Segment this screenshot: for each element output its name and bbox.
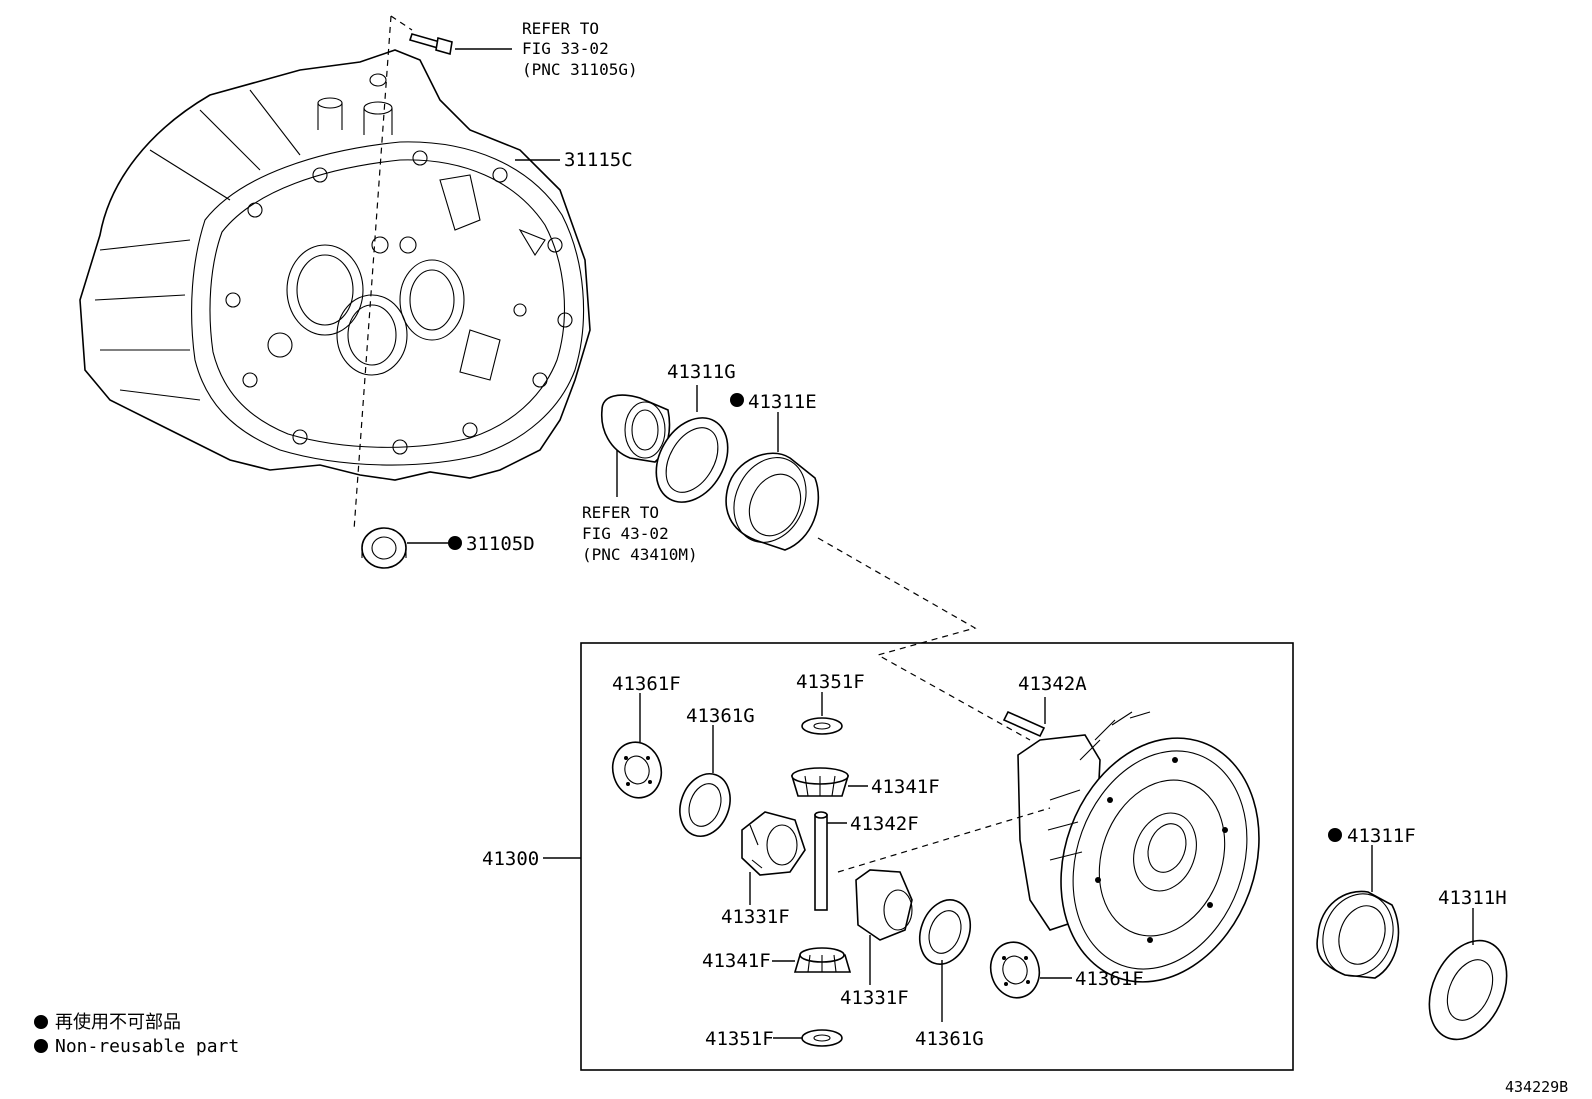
refer-note-bolt-line3: (PNC 31105G): [522, 60, 638, 79]
differential-case-drawing: [1017, 711, 1260, 983]
legend-line-english: Non-reusable part: [55, 1036, 239, 1057]
differential-assembly-box: [580, 642, 1294, 1071]
washer-41361G-left-drawing: [679, 773, 731, 837]
refer-note-sleeve-line2: FIG 43-02: [582, 524, 669, 543]
label-41361G-right: 41361G: [915, 1028, 984, 1050]
legend-marker-2: [34, 1039, 48, 1053]
label-41311F: 41311F: [1347, 825, 1416, 847]
bearing-41311E-drawing: [725, 452, 820, 551]
label-41341F-bottom: 41341F: [702, 950, 771, 972]
label-41341F-top: 41341F: [871, 776, 940, 798]
label-41311E: 41311E: [748, 391, 817, 413]
label-41331F-left: 41331F: [721, 906, 790, 928]
washer-41361F-right-drawing: [989, 941, 1041, 999]
shaft-to-case-dash: [837, 807, 1051, 873]
housing-center-line: [353, 15, 392, 531]
pin-41342A-drawing: [1002, 710, 1046, 738]
figure-id: 434229B: [1505, 1078, 1568, 1096]
bolt-dash-line: [390, 15, 413, 31]
shaft-41342F-drawing: [814, 811, 828, 911]
pinion-41341F-top-drawing: [790, 767, 850, 797]
label-41351F-top: 41351F: [796, 671, 865, 693]
washer-41351F-top-drawing: [801, 717, 843, 735]
label-41342A: 41342A: [1018, 673, 1087, 695]
label-31105D: 31105D: [466, 533, 535, 555]
washer-41361F-left-drawing: [611, 741, 663, 799]
shim-41311H-drawing: [1428, 939, 1508, 1041]
label-41311G: 41311G: [667, 361, 736, 383]
refer-note-bolt-line2: FIG 33-02: [522, 39, 609, 58]
non-reusable-marker-41311F: [1328, 828, 1342, 842]
label-41361F-left: 41361F: [612, 673, 681, 695]
refer-note-bolt-line1: REFER TO: [522, 19, 599, 38]
non-reusable-marker-31105D: [448, 536, 462, 550]
label-41311H: 41311H: [1438, 887, 1507, 909]
oil-seal-31105D-drawing: [361, 527, 407, 569]
side-gear-41331F-left-drawing: [741, 811, 806, 876]
transaxle-housing-drawing: [79, 49, 591, 481]
legend-marker-1: [34, 1015, 48, 1029]
legend-line-japanese: 再使用不可部品: [55, 1012, 181, 1033]
label-41300: 41300: [482, 848, 539, 870]
bearing-41311F-drawing: [1316, 890, 1400, 979]
sleeve-drawing: [600, 394, 671, 463]
non-reusable-marker-41311E: [730, 393, 744, 407]
bolt-drawing: [408, 33, 453, 56]
shim-41311G-drawing: [655, 417, 729, 503]
washer-41351F-bottom-drawing: [801, 1029, 843, 1047]
refer-note-sleeve-line3: (PNC 43410M): [582, 545, 698, 564]
label-41342F: 41342F: [850, 813, 919, 835]
pinion-41341F-bottom-drawing: [793, 947, 852, 973]
bearing-to-case-dash: [817, 537, 1031, 741]
label-41351F-bottom: 41351F: [705, 1028, 774, 1050]
washer-41361G-right-drawing: [918, 899, 972, 965]
label-41361G-left: 41361G: [686, 705, 755, 727]
label-31115C: 31115C: [564, 149, 633, 171]
side-gear-41331F-right-drawing: [855, 869, 913, 941]
label-41331F-right: 41331F: [840, 987, 909, 1009]
refer-note-sleeve-line1: REFER TO: [582, 503, 659, 522]
label-41361F-right: 41361F: [1075, 968, 1144, 990]
